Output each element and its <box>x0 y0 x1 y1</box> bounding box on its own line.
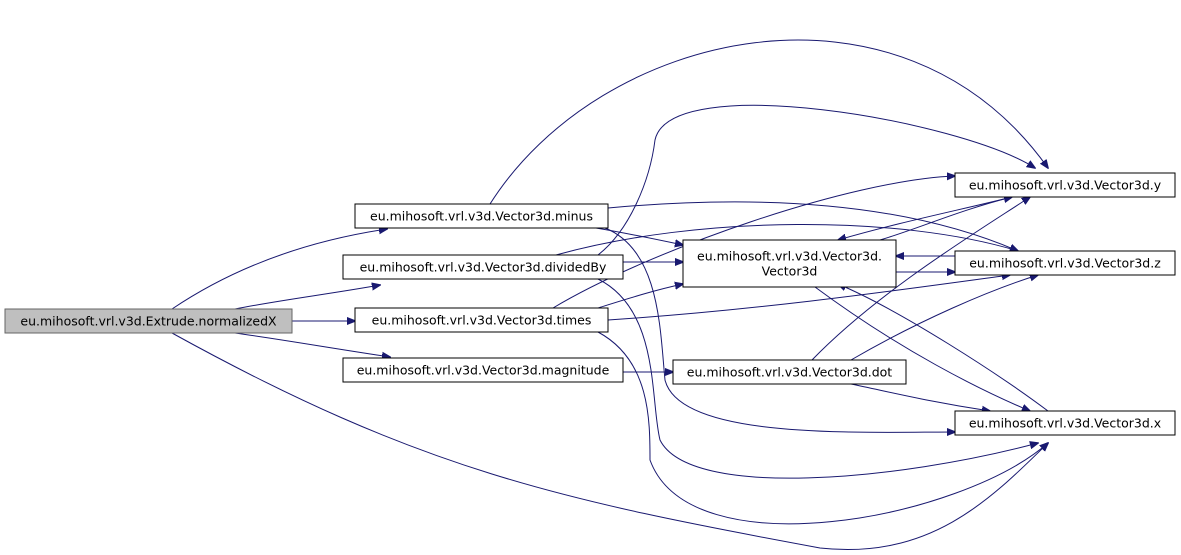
edges-layer <box>171 39 1049 550</box>
edge-minus-to-ctor <box>595 227 683 245</box>
edge-dividedBy-to-y <box>597 104 1035 256</box>
node-z[interactable]: eu.mihosoft.vrl.v3d.Vector3d.z <box>954 250 1176 276</box>
edge-normalizedX-to-magnitude <box>234 332 390 357</box>
node-box <box>342 357 624 383</box>
node-times[interactable]: eu.mihosoft.vrl.v3d.Vector3d.times <box>354 307 609 333</box>
nodes-layer: eu.mihosoft.vrl.v3d.Extrude.normalizedX e… <box>4 172 1176 436</box>
node-label: Vector3d <box>762 264 818 279</box>
node-label: eu.mihosoft.vrl.v3d.Vector3d. <box>697 249 882 264</box>
node-box <box>342 254 624 280</box>
edge-times-to-ctor <box>597 284 683 309</box>
edge-y-to-ctor <box>838 196 1013 240</box>
edge-dot-to-y <box>811 197 1030 361</box>
node-label: eu.mihosoft.vrl.v3d.Vector3d.times <box>372 313 592 328</box>
edge-times-to-y <box>552 176 955 309</box>
edge-times-to-x <box>597 331 1048 525</box>
node-y[interactable]: eu.mihosoft.vrl.v3d.Vector3d.y <box>954 172 1176 198</box>
node-label: eu.mihosoft.vrl.v3d.Vector3d.y <box>969 178 1162 193</box>
node-x[interactable]: eu.mihosoft.vrl.v3d.Vector3d.x <box>954 410 1176 436</box>
node-magnitude[interactable]: eu.mihosoft.vrl.v3d.Vector3d.magnitude <box>342 357 624 383</box>
edge-dot-to-x <box>850 383 990 411</box>
edge-normalizedX-to-x <box>171 332 1048 550</box>
node-box <box>4 308 293 334</box>
node-label: eu.mihosoft.vrl.v3d.Vector3d.minus <box>370 209 593 224</box>
edge-ctor-to-y <box>879 197 1012 241</box>
edge-minus-to-x <box>604 227 955 432</box>
node-box <box>672 359 907 385</box>
node-box <box>954 172 1176 198</box>
edge-dividedBy-to-z <box>555 224 1018 256</box>
node-label: eu.mihosoft.vrl.v3d.Vector3d.dot <box>687 365 893 380</box>
node-box <box>354 203 609 229</box>
node-label: eu.mihosoft.vrl.v3d.Vector3d.dividedBy <box>360 260 607 275</box>
node-dividedBy[interactable]: eu.mihosoft.vrl.v3d.Vector3d.dividedBy <box>342 254 624 280</box>
edge-dot-to-z <box>850 275 1038 361</box>
node-ctor[interactable]: eu.mihosoft.vrl.v3d.Vector3d.Vector3d <box>682 239 897 288</box>
node-label: eu.mihosoft.vrl.v3d.Vector3d.x <box>969 416 1161 431</box>
node-label: eu.mihosoft.vrl.v3d.Extrude.normalizedX <box>20 314 277 329</box>
node-normalizedX[interactable]: eu.mihosoft.vrl.v3d.Extrude.normalizedX <box>4 308 293 334</box>
edge-normalizedX-to-dividedBy <box>234 285 380 310</box>
edge-ctor-to-x <box>814 286 1030 411</box>
edge-x-to-ctor <box>838 284 1049 412</box>
node-label: eu.mihosoft.vrl.v3d.Vector3d.magnitude <box>357 363 610 378</box>
edge-minus-to-y <box>489 39 1048 205</box>
node-minus[interactable]: eu.mihosoft.vrl.v3d.Vector3d.minus <box>354 203 609 229</box>
edge-dividedBy-to-x <box>597 278 1038 479</box>
node-box <box>954 250 1176 276</box>
node-box <box>954 410 1176 436</box>
node-label: eu.mihosoft.vrl.v3d.Vector3d.z <box>969 256 1161 271</box>
edge-minus-to-z <box>607 201 1018 251</box>
edge-times-to-z <box>607 275 1010 321</box>
node-dot[interactable]: eu.mihosoft.vrl.v3d.Vector3d.dot <box>672 359 907 385</box>
node-box <box>354 307 609 333</box>
edge-normalizedX-to-minus <box>171 229 387 310</box>
node-box <box>682 239 897 288</box>
